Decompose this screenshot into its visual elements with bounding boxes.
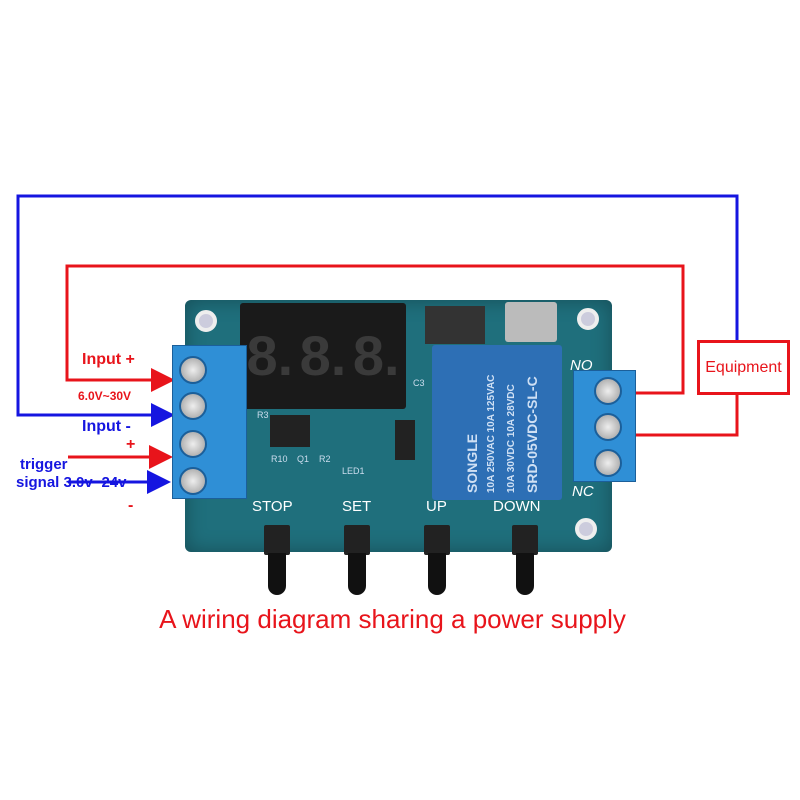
stop-button[interactable]: [264, 525, 290, 555]
input-minus-label: Input -: [82, 418, 131, 435]
stop-label: STOP: [252, 498, 293, 515]
chip: [425, 306, 485, 344]
up-label: UP: [426, 498, 447, 515]
relay: SONGLE 10A 250VAC 10A 125VAC 10A 30VDC 1…: [432, 345, 562, 500]
equipment-label: Equipment: [705, 358, 782, 376]
set-label: SET: [342, 498, 372, 515]
trigger-plus-label: +: [126, 436, 136, 453]
display-digit: 8.: [246, 324, 294, 387]
display-digit: 8.: [299, 324, 347, 387]
positive-supply-wire: [65, 264, 685, 395]
relay-markings: SONGLE 10A 250VAC 10A 125VAC 10A 30VDC 1…: [462, 353, 558, 493]
down-button-cap[interactable]: [516, 553, 534, 595]
caption: A wiring diagram sharing a power supply: [159, 604, 626, 634]
silk-label: LED1: [342, 466, 365, 476]
nc-screw-terminal[interactable]: [594, 449, 622, 477]
relay-model: SRD-05VDC-SL-C: [524, 376, 540, 493]
com-screw-terminal[interactable]: [594, 413, 622, 441]
display-digit: 8.: [352, 324, 400, 387]
silk-label: R2: [319, 454, 331, 464]
set-button-cap[interactable]: [348, 553, 366, 595]
usb-port: [505, 302, 557, 342]
silk-label: R3: [257, 410, 269, 420]
trigger-label: trigger: [20, 456, 68, 473]
relay-rating: 10A 30VDC 10A 28VDC: [506, 384, 517, 493]
screw-terminal[interactable]: [179, 356, 207, 384]
relay-rating: 10A 250VAC 10A 125VAC: [486, 374, 497, 493]
relay-terminal-block: [573, 370, 636, 482]
component: [270, 415, 310, 447]
mount-hole: [575, 518, 597, 540]
input-plus-label: Input +: [82, 351, 135, 368]
mount-hole: [195, 310, 217, 332]
input-terminal-block: [172, 345, 247, 499]
set-button[interactable]: [344, 525, 370, 555]
up-button[interactable]: [424, 525, 450, 555]
seven-segment-display: 8. 8. 8.: [240, 303, 406, 409]
down-label: DOWN: [493, 498, 541, 515]
silk-label: R10: [271, 454, 288, 464]
component: [395, 420, 415, 460]
no-screw-terminal[interactable]: [594, 377, 622, 405]
stop-button-cap[interactable]: [268, 553, 286, 595]
silk-label: Q1: [297, 454, 310, 464]
nc-label: NC: [572, 483, 594, 500]
equipment-return-wire: [620, 395, 739, 437]
trigger-minus-label: -: [128, 497, 134, 514]
equipment-box: Equipment: [697, 340, 790, 395]
mount-hole: [577, 308, 599, 330]
screw-terminal[interactable]: [179, 430, 207, 458]
screw-terminal[interactable]: [179, 467, 207, 495]
screw-terminal[interactable]: [179, 392, 207, 420]
trigger-range-label: signal 3.0v~24v: [16, 474, 127, 491]
voltage-range-label: 6.0V~30V: [78, 389, 132, 403]
relay-brand: SONGLE: [464, 433, 480, 493]
negative-supply-wire: [16, 194, 739, 427]
silk-label: C3: [413, 378, 425, 388]
no-label: NO: [570, 357, 593, 374]
down-button[interactable]: [512, 525, 538, 555]
up-button-cap[interactable]: [428, 553, 446, 595]
